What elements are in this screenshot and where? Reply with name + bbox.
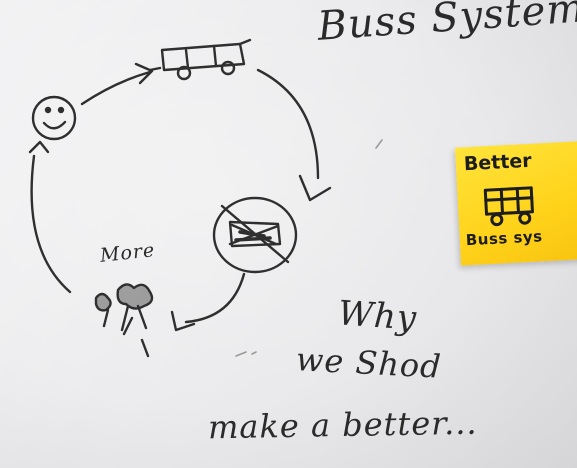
arrow-to-bus	[80, 62, 154, 106]
arrow-to-bushes	[170, 272, 246, 332]
bush-drawing-icon	[94, 283, 154, 358]
question-line-1: Why	[336, 293, 419, 339]
crossed-out-bus-icon	[212, 196, 298, 274]
bus-drawing-icon	[148, 38, 252, 81]
arrow-to-circle	[256, 68, 332, 202]
smiley-face-icon	[31, 95, 77, 141]
bus-sketch-icon	[483, 186, 534, 227]
sticky-note-heading: Better	[463, 149, 533, 176]
question-line-2: we Shod	[295, 340, 443, 386]
question-line-3: make a better...	[207, 403, 478, 447]
arrow-to-smiley	[28, 140, 72, 294]
sticky-note-caption: Buss sys	[465, 227, 544, 250]
sticky-note: Better Buss sys	[455, 140, 577, 266]
smudge-marks	[235, 139, 383, 357]
